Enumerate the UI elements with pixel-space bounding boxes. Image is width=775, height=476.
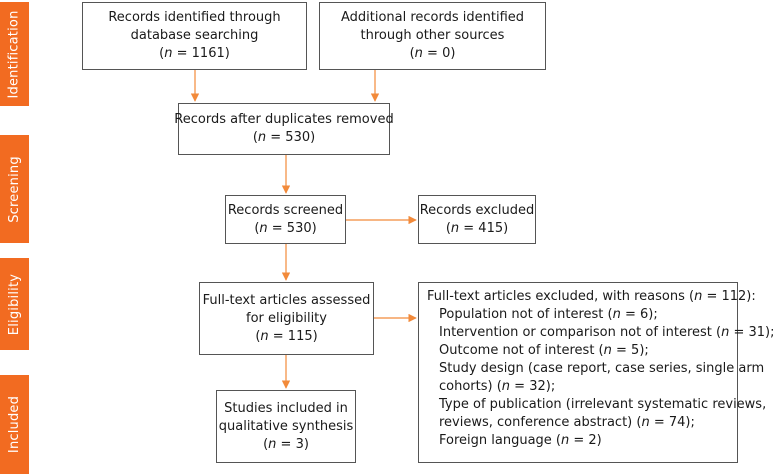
flow-arrows	[190, 70, 417, 389]
box-count: (n = 3)	[263, 436, 309, 452]
reason-item: Type of publication (irrelevant systemat…	[439, 397, 767, 412]
reason-item-continued: cohorts) (n = 32);	[439, 379, 556, 394]
box-line: for eligibility	[246, 310, 327, 326]
reason-item: Foreign language (n = 2)	[439, 433, 602, 448]
box-line: Records after duplicates removed	[174, 112, 394, 127]
stage-band-included: Included	[0, 375, 29, 474]
box-studies-included: Studies included in qualitative synthesi…	[216, 390, 356, 463]
box-records-screened: Records screened (n = 530)	[225, 195, 346, 244]
reason-item: Population not of interest (n = 6);	[439, 307, 658, 322]
box-after-duplicates: Records after duplicates removed (n = 53…	[174, 103, 394, 155]
reason-item: Intervention or comparison not of intere…	[439, 325, 775, 340]
box-count: (n = 530)	[252, 130, 316, 145]
box-count: (n = 115)	[255, 328, 318, 344]
box-line: Full-text articles assessed	[202, 292, 371, 308]
box-line: through other sources	[360, 28, 505, 43]
stage-band-eligibility: Eligibility	[0, 258, 29, 350]
reason-item: Outcome not of interest (n = 5);	[439, 343, 649, 358]
box-records-excluded: Records excluded (n = 415)	[418, 195, 536, 244]
box-line: Records excluded	[419, 202, 535, 218]
box-count: (n = 0)	[409, 46, 456, 61]
reason-item: Study design (case report, case series, …	[439, 361, 765, 376]
box-line: Studies included in	[224, 400, 348, 416]
box-count: (n = 415)	[445, 220, 509, 236]
box-database-searching: Records identified through database sear…	[82, 2, 307, 70]
stage-band-identification: Identification	[0, 2, 29, 106]
box-line: Records screened	[227, 202, 344, 218]
reason-item-continued: reviews, conference abstract) (n = 74);	[439, 415, 695, 430]
box-count: (n = 530)	[254, 220, 317, 236]
box-other-sources: Additional records identified through ot…	[319, 2, 546, 70]
stage-band-screening: Screening	[0, 135, 29, 243]
excluded-heading: Full-text articles excluded, with reason…	[427, 289, 756, 304]
box-line: Records identified through	[108, 10, 281, 25]
box-line: database searching	[130, 28, 259, 43]
box-line: qualitative synthesis	[218, 418, 354, 434]
box-fulltext-excluded: Full-text articles excluded, with reason…	[418, 282, 775, 463]
box-line: Additional records identified	[340, 10, 525, 25]
box-fulltext-assessed: Full-text articles assessed for eligibil…	[199, 282, 374, 355]
box-count: (n = 1161)	[159, 46, 230, 61]
